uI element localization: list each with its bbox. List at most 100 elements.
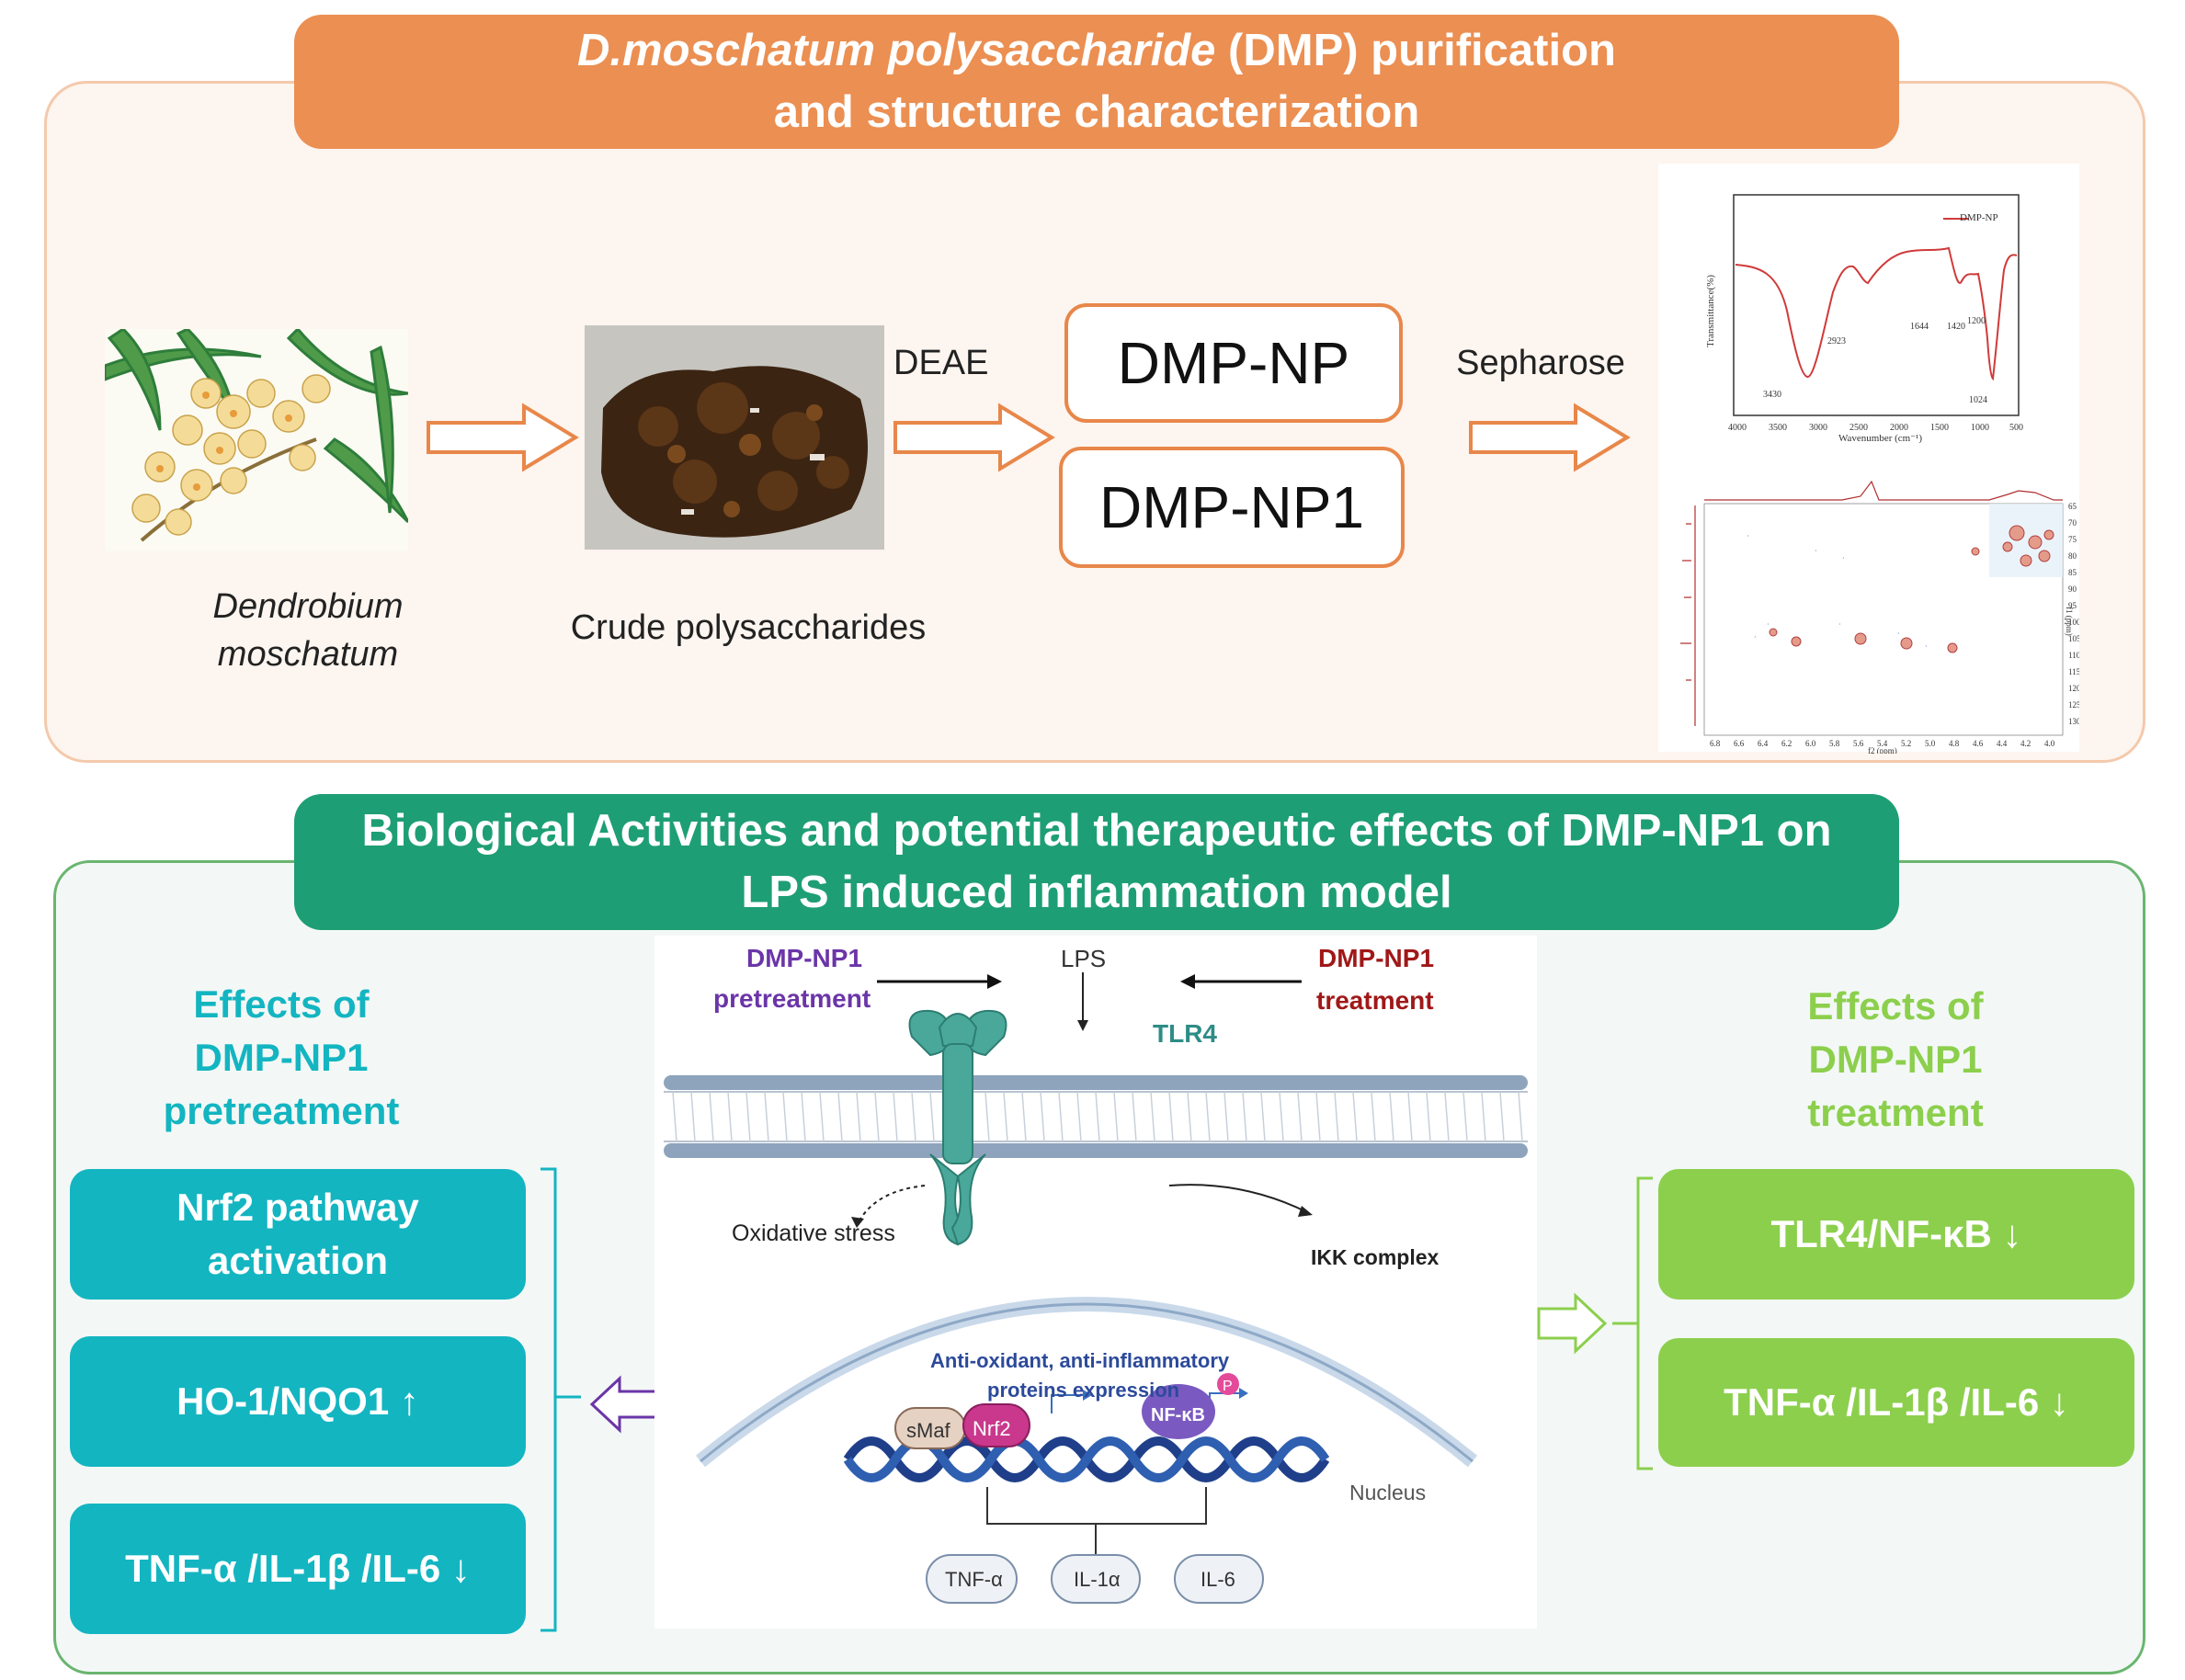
ir-spectrum-chart: DMP-NP Transmittance(%) 4000 3500 3000 2… bbox=[1705, 194, 2023, 444]
left-bracket bbox=[541, 1167, 581, 1632]
nmr-ytick: 110 bbox=[2068, 651, 2079, 660]
ir-legend: DMP-NP bbox=[1960, 212, 1998, 223]
nmr-ytick: 95 bbox=[2068, 601, 2077, 610]
arrow-right-icon bbox=[1469, 403, 1631, 472]
crude-caption: Crude polysaccharides bbox=[570, 608, 927, 647]
ir-xtick: 3500 bbox=[1769, 423, 1787, 433]
dmp-np-box: DMP-NP bbox=[1064, 303, 1403, 423]
ir-xtick: 4000 bbox=[1728, 423, 1747, 433]
nmr-ytick: 125 bbox=[2068, 700, 2079, 709]
nmr-hsqc-chart: ···· ···· 65 70 75 80 85 90 95 100 105 1… bbox=[1680, 480, 2079, 754]
nmr-ytick: 115 bbox=[2068, 667, 2079, 676]
svg-text:·: · bbox=[1838, 620, 1841, 629]
nmr-xtick: 6.4 bbox=[1758, 739, 1769, 748]
svg-text:·: · bbox=[1815, 547, 1817, 555]
bioactivity-banner: Biological Activities and potential ther… bbox=[294, 794, 1899, 930]
nmr-xlabel: f2 (ppm) bbox=[1868, 746, 1897, 754]
title-italic: D.moschatum polysaccharide bbox=[577, 26, 1216, 75]
title-rest: (DMP) purification bbox=[1215, 26, 1616, 75]
nmr-xtick: 5.2 bbox=[1901, 739, 1911, 748]
ir-xtick: 1000 bbox=[1971, 423, 1989, 433]
cytokine-tnf: TNF-α bbox=[945, 1568, 1003, 1591]
svg-text:·: · bbox=[1925, 642, 1928, 651]
nmr-xtick: 4.4 bbox=[1997, 739, 2008, 748]
smaf-label: sMaf bbox=[906, 1419, 951, 1442]
nmr-ytick: 130 bbox=[2068, 717, 2079, 726]
right-bracket bbox=[1537, 1176, 1653, 1470]
svg-text:·: · bbox=[1897, 630, 1900, 638]
right-effects-title: Effects of DMP-NP1 treatment bbox=[1807, 984, 1984, 1134]
arrow-right-icon bbox=[427, 403, 579, 472]
pretreat-line1: DMP-NP1 bbox=[746, 944, 862, 972]
nmr-xtick: 6.2 bbox=[1781, 739, 1792, 748]
ir-xtick: 1500 bbox=[1930, 423, 1949, 433]
lps-label: LPS bbox=[1061, 945, 1106, 972]
ir-xtick: 3000 bbox=[1809, 423, 1827, 433]
ir-peak: 1200 bbox=[1967, 316, 1986, 326]
svg-text:·: · bbox=[1767, 620, 1770, 629]
pretreat-line2: pretreatment bbox=[713, 984, 871, 1013]
nmr-xtick: 6.8 bbox=[1710, 739, 1721, 748]
svg-text:·: · bbox=[1754, 633, 1757, 641]
deae-label: DEAE bbox=[893, 344, 989, 382]
treat-line1: DMP-NP1 bbox=[1318, 944, 1434, 972]
cytokine-il1a: IL-1α bbox=[1074, 1568, 1121, 1591]
ir-peak: 1420 bbox=[1947, 322, 1965, 332]
purification-banner: D.moschatum polysaccharide (DMP) purific… bbox=[294, 15, 1899, 149]
tlr4-nfkb-box: TLR4/NF-κB ↓ bbox=[1658, 1169, 2134, 1300]
nmr-ytick: 105 bbox=[2068, 634, 2079, 643]
tlr4-label: TLR4 bbox=[1153, 1019, 1217, 1048]
ir-xlabel: Wavenumber (cm⁻¹) bbox=[1838, 433, 1922, 444]
nmr-ytick: 75 bbox=[2068, 535, 2077, 544]
left-cytokine-box: TNF-α /IL-1β /IL-6 ↓ bbox=[70, 1504, 526, 1634]
nucleus-label: Nucleus bbox=[1349, 1481, 1426, 1504]
nmr-ylabel: f1 (ppm) bbox=[2065, 607, 2074, 636]
nmr-ytick: 120 bbox=[2068, 684, 2079, 693]
ir-peak: 2923 bbox=[1827, 336, 1846, 346]
ho1-nqo1-box: HO-1/NQO1 ↑ bbox=[70, 1336, 526, 1467]
svg-text:·: · bbox=[1747, 532, 1749, 540]
nmr-xtick: 4.2 bbox=[2020, 739, 2031, 748]
nmr-ytick: 85 bbox=[2068, 568, 2077, 577]
treat-line2: treatment bbox=[1316, 986, 1434, 1015]
nrf2-activation-box: Nrf2 pathway activation bbox=[70, 1169, 526, 1300]
ikk-complex-label: IKK complex bbox=[1311, 1245, 1440, 1269]
bio-title-line2: LPS induced inflammation model bbox=[741, 868, 1452, 917]
nmr-xtick: 5.8 bbox=[1829, 739, 1840, 748]
ir-ylabel: Transmittance(%) bbox=[1705, 275, 1716, 347]
nmr-xtick: 5.0 bbox=[1925, 739, 1936, 748]
nrf2-label: Nrf2 bbox=[973, 1417, 1011, 1440]
nmr-ytick: 70 bbox=[2068, 518, 2077, 528]
mechanism-diagram: DMP-NP1 pretreatment DMP-NP1 treatment L… bbox=[664, 944, 1528, 1604]
ir-xtick: 2500 bbox=[1849, 423, 1868, 433]
nmr-ytick: 100 bbox=[2068, 618, 2079, 627]
arrow-right-icon bbox=[893, 403, 1055, 472]
ir-peak: 1024 bbox=[1969, 395, 1987, 405]
nmr-xtick: 4.0 bbox=[2044, 739, 2055, 748]
plant-illustration bbox=[105, 329, 408, 551]
nmr-xtick: 6.6 bbox=[1734, 739, 1745, 748]
oxidative-stress-label: Oxidative stress bbox=[732, 1220, 895, 1246]
crude-polysaccharide-photo bbox=[585, 325, 884, 550]
nmr-xtick: 4.8 bbox=[1949, 739, 1960, 748]
nfkb-label: NF-κB bbox=[1151, 1405, 1205, 1425]
mechanism-panel bbox=[654, 936, 1537, 1629]
phospho-label: P bbox=[1223, 1379, 1233, 1394]
title-line2: and structure characterization bbox=[773, 87, 1420, 137]
nmr-xtick: 5.6 bbox=[1853, 739, 1864, 748]
ir-xtick: 2000 bbox=[1890, 423, 1908, 433]
ir-peak: 3430 bbox=[1763, 390, 1781, 400]
plant-caption: Dendrobium moschatum bbox=[212, 587, 404, 674]
dmp-np1-box: DMP-NP1 bbox=[1059, 447, 1405, 568]
sepharose-label: Sepharose bbox=[1456, 344, 1625, 382]
svg-text:·: · bbox=[1842, 554, 1845, 562]
antioxidant-line1: Anti-oxidant, anti-inflammatory bbox=[930, 1349, 1230, 1372]
nmr-xtick: 4.6 bbox=[1973, 739, 1984, 748]
ir-peak: 1644 bbox=[1910, 322, 1929, 332]
nmr-ytick: 65 bbox=[2068, 502, 2077, 511]
nmr-ytick: 80 bbox=[2068, 551, 2077, 561]
spectra-panel bbox=[1658, 164, 2079, 752]
ir-xtick: 500 bbox=[2009, 423, 2023, 433]
antioxidant-line2: proteins expression bbox=[987, 1379, 1179, 1402]
right-cytokine-box: TNF-α /IL-1β /IL-6 ↓ bbox=[1658, 1338, 2134, 1467]
